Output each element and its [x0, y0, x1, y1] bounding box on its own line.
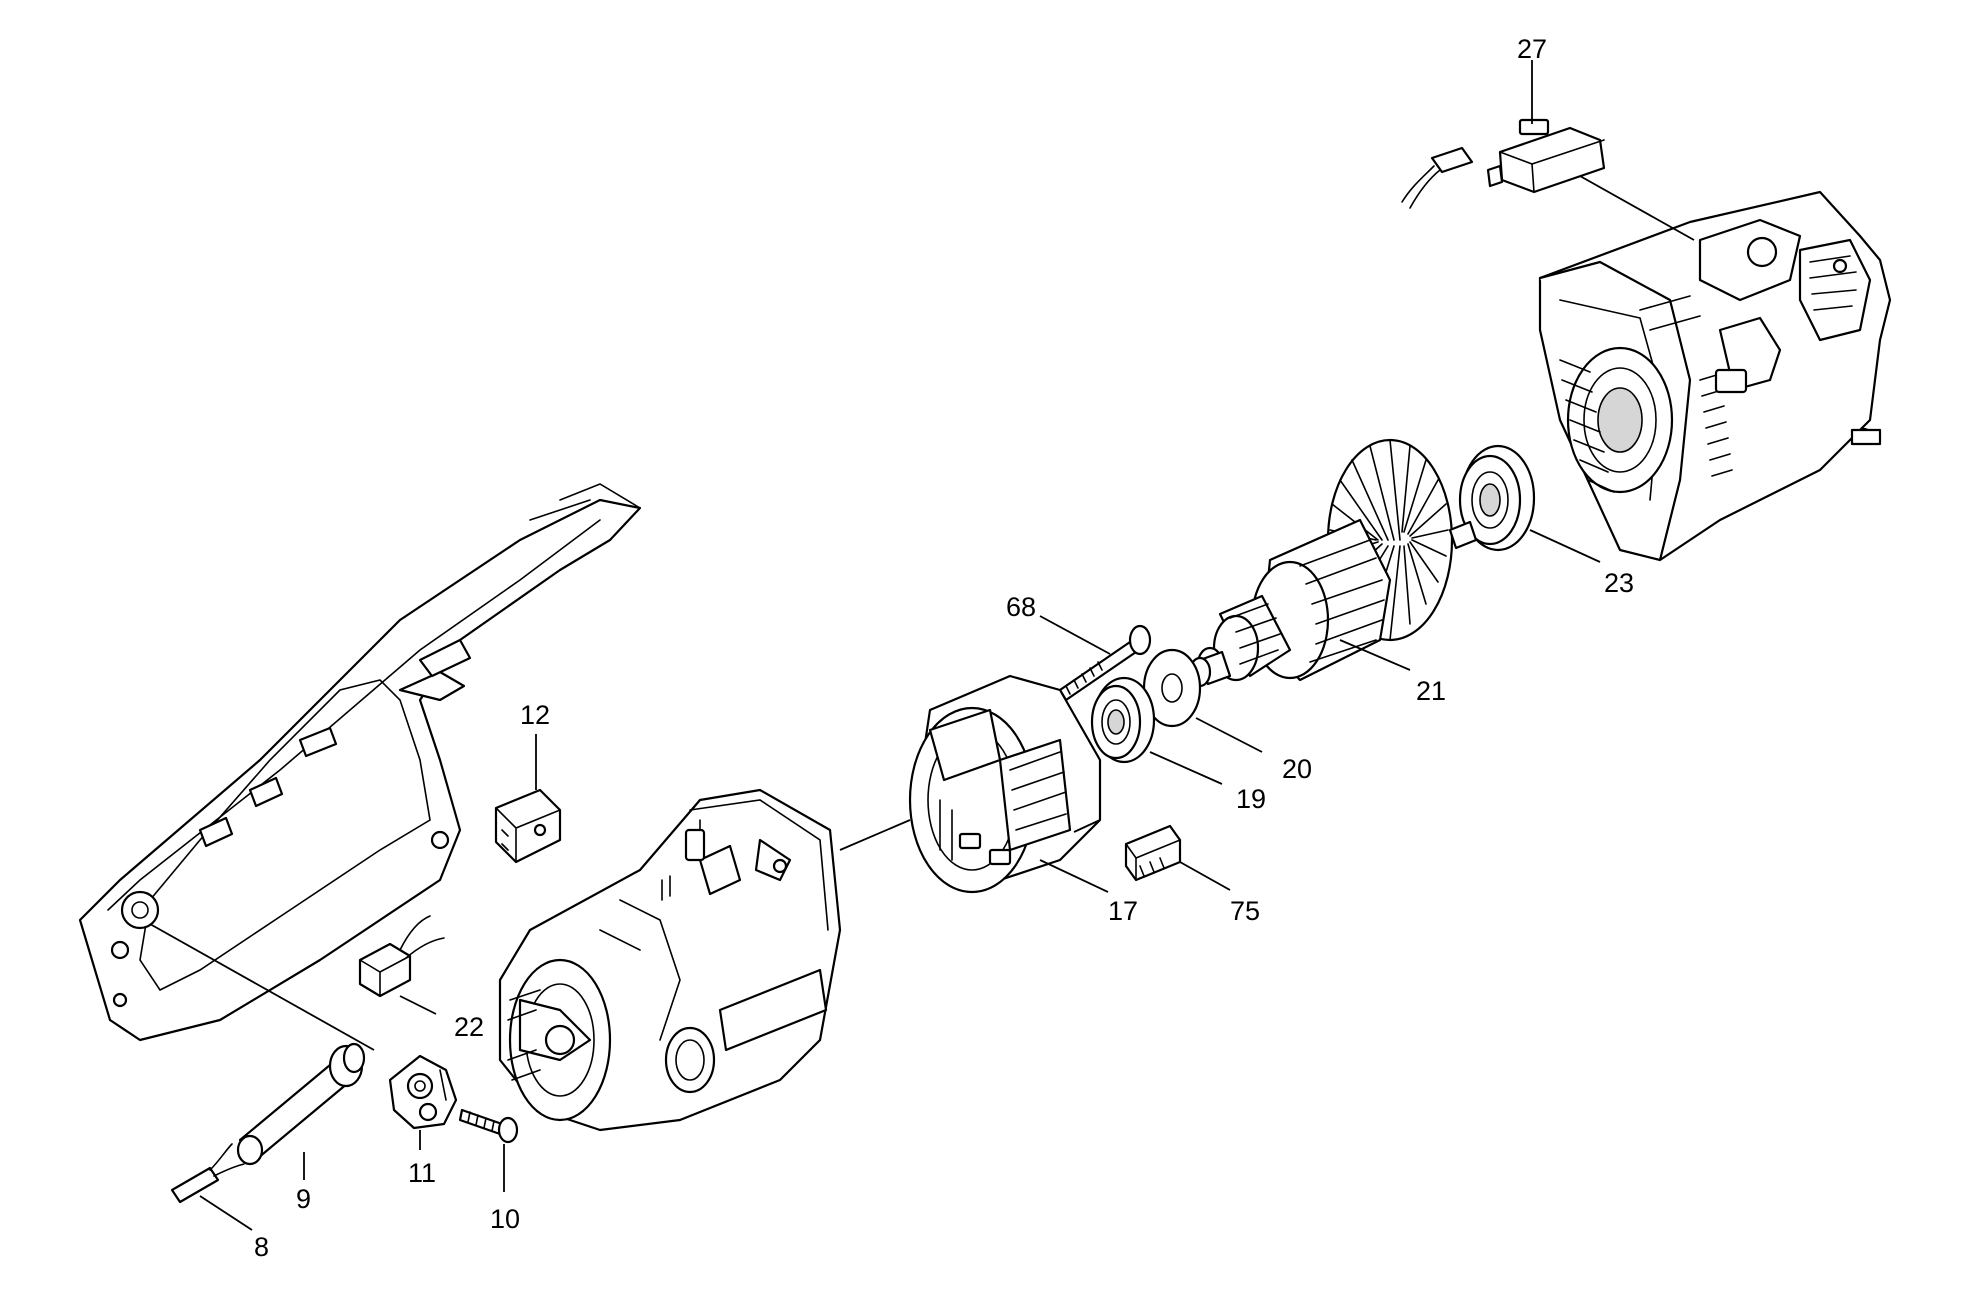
label-17: 17 [1108, 896, 1138, 926]
part-rear-housing [1538, 190, 1892, 562]
part-11-clamp [388, 1054, 458, 1130]
part-17-stator [908, 674, 1102, 894]
label-12: 12 [520, 700, 550, 730]
label-75: 75 [1230, 896, 1260, 926]
label-11: 11 [408, 1158, 436, 1188]
part-8-cable [170, 1143, 245, 1204]
part-23-bearing [1458, 444, 1536, 552]
part-75-terminal [1124, 824, 1182, 882]
part-labels: 27 23 21 68 20 19 12 17 75 22 9 11 10 8 [254, 34, 1634, 1262]
part-68-screw [1058, 624, 1152, 702]
label-10: 10 [490, 1204, 520, 1234]
part-19-bearing [1090, 676, 1156, 764]
part-21-armature [1188, 438, 1478, 688]
label-27: 27 [1517, 34, 1547, 64]
part-10-screw [458, 1108, 519, 1144]
label-8: 8 [254, 1232, 269, 1262]
part-handle-cover [78, 483, 642, 1042]
leader-lines [149, 60, 1695, 1231]
label-68: 68 [1006, 592, 1036, 622]
label-20: 20 [1282, 754, 1312, 784]
label-21: 21 [1416, 676, 1446, 706]
part-22-capacitor [358, 915, 445, 998]
part-12-connector [494, 788, 562, 864]
part-front-housing [498, 788, 842, 1132]
label-22: 22 [454, 1012, 484, 1042]
label-19: 19 [1236, 784, 1266, 814]
label-9: 9 [296, 1184, 311, 1214]
part-27-micro-switch [1401, 118, 1606, 209]
label-23: 23 [1604, 568, 1634, 598]
part-9-tube [236, 1042, 366, 1166]
